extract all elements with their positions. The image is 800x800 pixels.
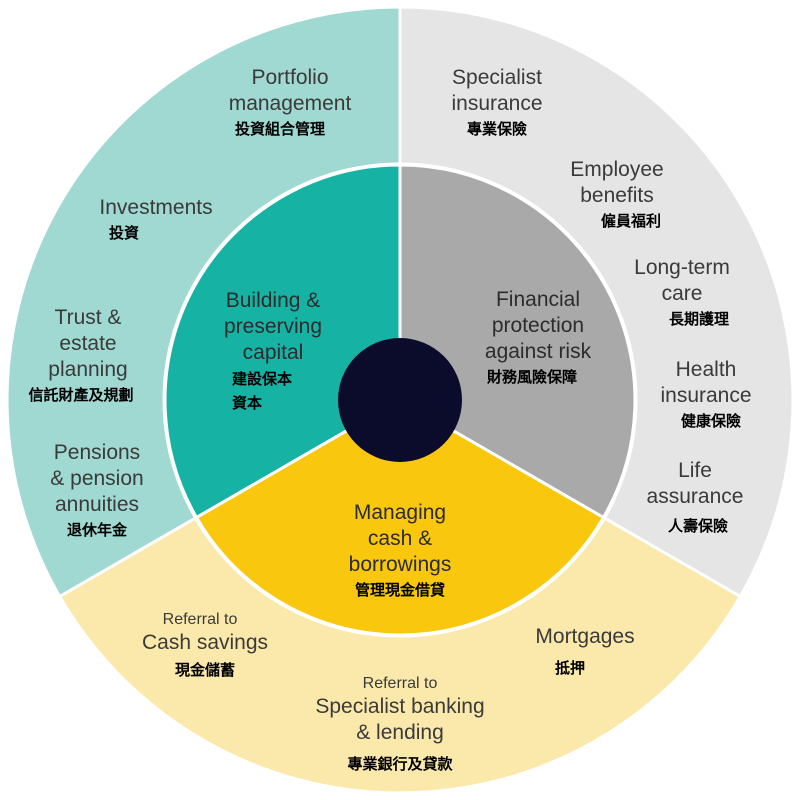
label-building-capital: Building & preserving capital bbox=[223, 289, 323, 364]
label-investments: Investments 投資 bbox=[99, 196, 213, 242]
label-specialist-banking: Referral to Specialist banking & lending… bbox=[315, 675, 485, 773]
label-employee-benefits: Employee benefits 僱員福利 bbox=[570, 158, 664, 230]
inner-segment-capital bbox=[163, 163, 402, 520]
label-portfolio-management: Portfolio management 投資組合管理 bbox=[228, 66, 352, 138]
label-mortgages: Mortgages 抵押 bbox=[535, 625, 635, 677]
label-long-term-care: Long-term care 長期護理 bbox=[634, 256, 730, 328]
label-specialist-insurance: Specialist insurance 專業保險 bbox=[451, 66, 543, 138]
label-building-capital-zh: 建設保本 資本 bbox=[232, 370, 293, 412]
center-circle bbox=[338, 338, 462, 462]
label-life-assurance: Life assurance 人壽保險 bbox=[646, 459, 744, 535]
inner-segment-protection bbox=[398, 163, 637, 520]
label-cash-savings: Referral to Cash savings 現金儲蓄 bbox=[141, 611, 269, 679]
inner-segment-cash bbox=[194, 398, 606, 637]
label-financial-protection: Financial protection against risk 財務風險保障 bbox=[484, 288, 592, 386]
label-managing-cash: Managing cash & borrowings 管理現金借貸 bbox=[348, 501, 452, 599]
label-pensions: Pensions & pension annuities 退休年金 bbox=[50, 441, 144, 539]
label-trust-estate: Trust & estate planning 信託財產及規劃 bbox=[28, 306, 134, 404]
label-health-insurance: Health insurance 健康保險 bbox=[660, 358, 752, 430]
